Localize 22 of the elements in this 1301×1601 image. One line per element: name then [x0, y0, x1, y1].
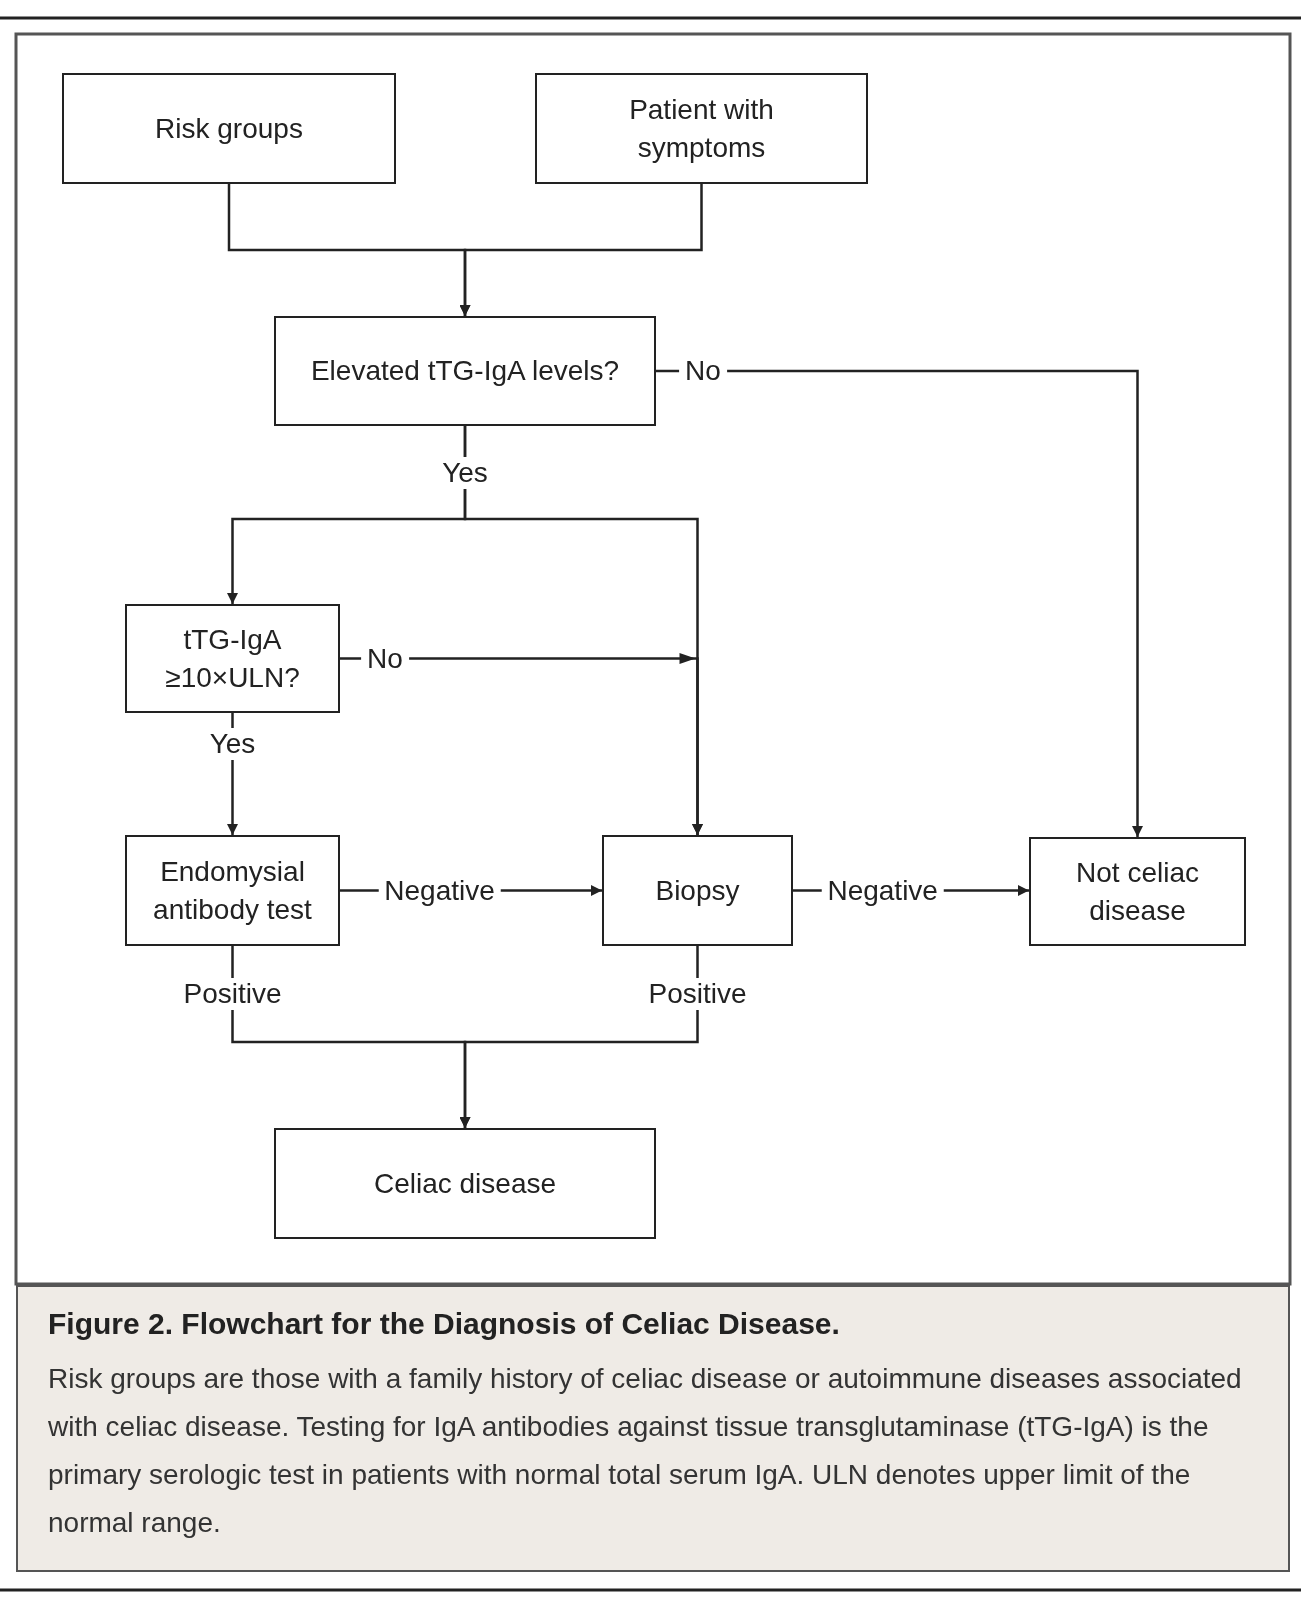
box-label: Biopsy	[655, 873, 740, 908]
box-label: Endomysial antibody test	[152, 854, 313, 927]
figure-caption: Risk groups are those with a family history of celiac disease or autoimmune diseases associated with celiac disease. Testing for IgA antibodies against tissue transglutaminase (tTG-IgA) is the primary serologic test in patients with normal total serum IgA. ULN denotes upper limit of the normal range.	[48, 1362, 1243, 1540]
box-label: Patient with symptoms	[628, 92, 775, 165]
box-label: Elevated tTG-IgA levels?	[310, 354, 620, 389]
box-label: Risk groups	[155, 111, 303, 146]
process-box	[274, 1128, 656, 1239]
connector-arrow	[459, 184, 703, 316]
process-box	[62, 73, 396, 184]
process-box	[274, 316, 656, 426]
connector-arrow	[340, 657, 703, 835]
process-box	[602, 835, 793, 946]
process-box	[125, 604, 340, 713]
figure-title: Figure 2. Flowchart for the Diagnosis of Celiac Disease.	[48, 1307, 841, 1341]
box-label: tTG-IgA ≥10×ULN?	[164, 622, 301, 695]
connector-arrow	[656, 369, 1143, 837]
process-box	[535, 73, 868, 184]
box-label: Not celiac disease	[1075, 855, 1200, 928]
process-box	[1029, 837, 1246, 946]
box-label: Celiac disease	[373, 1166, 557, 1201]
connector-arrow	[459, 946, 699, 1128]
process-box	[125, 835, 340, 946]
